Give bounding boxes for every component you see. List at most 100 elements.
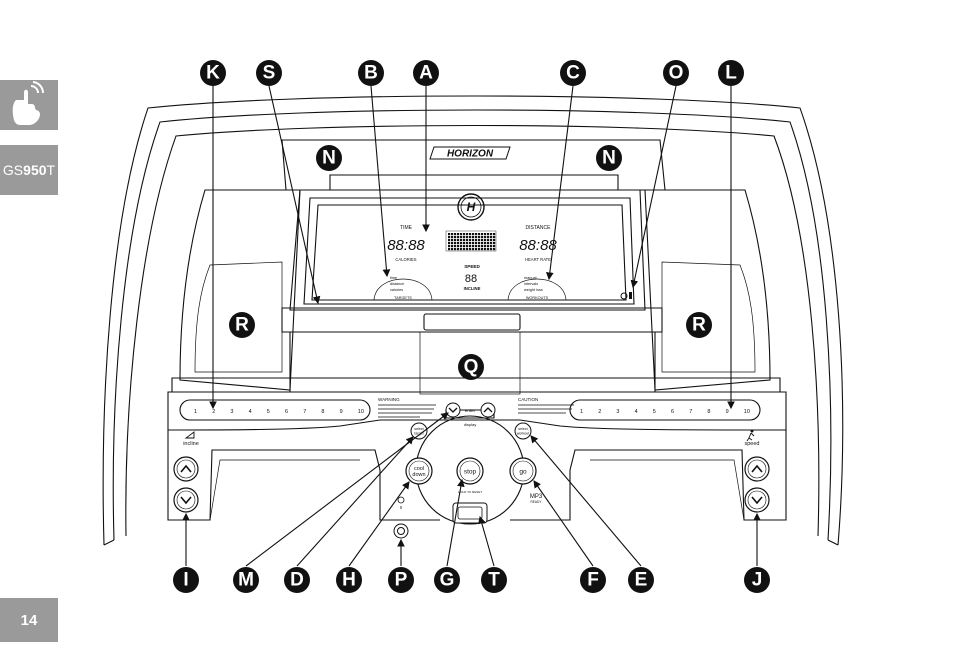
- matrix-dot: [463, 242, 466, 245]
- go-button[interactable]: go: [509, 457, 537, 485]
- svg-text:I: I: [183, 570, 188, 591]
- callout-J: J: [744, 567, 770, 593]
- incline-key-2[interactable]: 2: [212, 409, 215, 415]
- speed-key-2[interactable]: 2: [598, 409, 601, 415]
- matrix-dot: [484, 236, 487, 239]
- callout-S: S: [256, 60, 282, 86]
- matrix-dot: [487, 239, 490, 242]
- matrix-dot: [460, 236, 463, 239]
- speed-key-6[interactable]: 6: [671, 409, 674, 415]
- caution-label: CAUTION: [518, 397, 538, 402]
- matrix-dot: [472, 233, 475, 236]
- matrix-dot: [493, 242, 496, 245]
- leader-lines: [182, 85, 761, 567]
- chevron-up-icon: [180, 464, 192, 473]
- mp3-port[interactable]: [452, 502, 488, 524]
- callout-I: I: [173, 567, 199, 593]
- console-shell: [102, 95, 844, 546]
- incline-down-button[interactable]: [173, 487, 199, 513]
- matrix-dot: [460, 239, 463, 242]
- select-target-button[interactable]: select target: [410, 422, 428, 440]
- incline-key-1[interactable]: 1: [194, 409, 197, 415]
- matrix-dot: [490, 242, 493, 245]
- enter-down-button[interactable]: [445, 402, 461, 418]
- matrix-dot: [463, 245, 466, 248]
- incline-key-3[interactable]: 3: [230, 409, 233, 415]
- matrix-dot: [466, 239, 469, 242]
- incline-key-9[interactable]: 9: [340, 409, 343, 415]
- speed-key-10[interactable]: 10: [744, 409, 750, 415]
- speed-key-9[interactable]: 9: [726, 409, 729, 415]
- warning-text: WARNING: [378, 397, 436, 418]
- callout-H: H: [336, 567, 362, 593]
- speed-up-button[interactable]: [744, 456, 770, 482]
- matrix-dot: [490, 233, 493, 236]
- select-workout-line1: select: [518, 427, 527, 431]
- svg-text:R: R: [235, 315, 249, 336]
- matrix-dot: [493, 248, 496, 251]
- incline-key-10[interactable]: 10: [358, 409, 364, 415]
- matrix-dot: [487, 245, 490, 248]
- matrix-dot: [460, 242, 463, 245]
- stop-button[interactable]: stop: [456, 457, 484, 485]
- matrix-dot: [478, 239, 481, 242]
- page-number: 14: [0, 598, 58, 642]
- target-item-2: distance: [390, 282, 404, 286]
- callout-B: B: [358, 60, 384, 86]
- incline-key-5[interactable]: 5: [267, 409, 270, 415]
- incline-key-8[interactable]: 8: [321, 409, 324, 415]
- hold-reset-label: HOLD TO RESET: [458, 490, 482, 494]
- target-item-3: calories: [390, 288, 403, 292]
- incline-icon: [184, 431, 195, 439]
- incline-key-7[interactable]: 7: [303, 409, 306, 415]
- speed-key-5[interactable]: 5: [653, 409, 656, 415]
- incline-up-button[interactable]: [173, 456, 199, 482]
- speed-key-8[interactable]: 8: [707, 409, 710, 415]
- incline-keypad[interactable]: 1 2 3 4 5 6 7 8 9 10: [179, 399, 371, 421]
- matrix-dot: [463, 233, 466, 236]
- matrix-dot: [475, 248, 478, 251]
- callout-C: C: [560, 60, 586, 86]
- speed-keypad[interactable]: 1 2 3 4 5 6 7 8 9 10: [569, 399, 761, 421]
- svg-text:D: D: [290, 570, 304, 591]
- enter-up-button[interactable]: [480, 402, 496, 418]
- matrix-dot: [457, 242, 460, 245]
- speed-key-7[interactable]: 7: [689, 409, 692, 415]
- svg-text:K: K: [206, 63, 220, 84]
- distance-label: DISTANCE: [526, 225, 552, 231]
- svg-text:O: O: [669, 63, 684, 84]
- matrix-dot: [469, 242, 472, 245]
- speed-label: SPEED: [464, 264, 480, 269]
- callout-M: M: [233, 567, 259, 593]
- calories-label: CALORIES: [395, 257, 416, 262]
- safety-key[interactable]: [393, 523, 409, 539]
- select-target-line2: target: [414, 432, 423, 436]
- incline-key-6[interactable]: 6: [285, 409, 288, 415]
- matrix-dot: [475, 236, 478, 239]
- svg-text:R: R: [692, 315, 706, 336]
- matrix-dot: [475, 245, 478, 248]
- matrix-dot: [472, 239, 475, 242]
- matrix-dot: [454, 233, 457, 236]
- cool-down-line1: cool: [414, 466, 424, 472]
- matrix-dot: [451, 239, 454, 242]
- mp3-sub: READY: [531, 500, 543, 504]
- matrix-dot: [478, 248, 481, 251]
- matrix-dot: [481, 242, 484, 245]
- speed-key-1[interactable]: 1: [580, 409, 583, 415]
- speed-down-button[interactable]: [744, 487, 770, 513]
- matrix-dot: [469, 245, 472, 248]
- select-workout-button[interactable]: select workout: [514, 422, 532, 440]
- speed-key-4[interactable]: 4: [635, 409, 638, 415]
- svg-text:T: T: [488, 570, 500, 591]
- matrix-dot: [478, 233, 481, 236]
- speed-key-3[interactable]: 3: [616, 409, 619, 415]
- model-number: 950: [23, 162, 47, 178]
- matrix-dot: [466, 248, 469, 251]
- matrix-dot: [484, 239, 487, 242]
- cool-down-button[interactable]: cool down: [405, 457, 433, 485]
- incline-key-4[interactable]: 4: [249, 409, 252, 415]
- matrix-dot: [451, 236, 454, 239]
- dot-matrix: [445, 230, 497, 252]
